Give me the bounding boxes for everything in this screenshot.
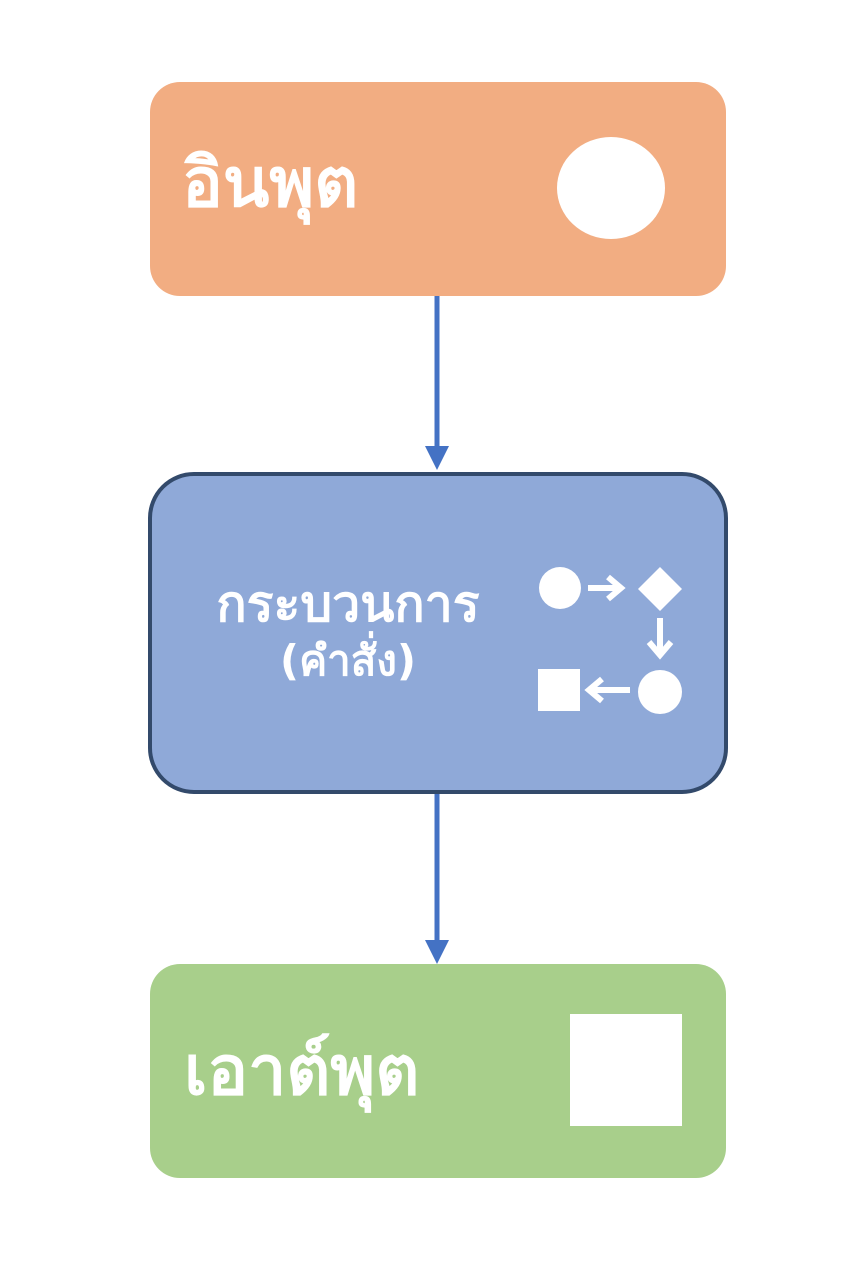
output-node: เอาต์พุต [150, 964, 726, 1178]
input-node: อินพุต [150, 82, 726, 296]
process-steps-icon [538, 567, 682, 714]
output-label: เอาต์พุต [184, 1032, 420, 1111]
process-node: กระบวนการ (คำสั่ง) [148, 472, 728, 794]
circle-icon [557, 137, 665, 239]
square-icon [570, 1014, 682, 1126]
process-label-main: กระบวนการ [216, 575, 480, 633]
arrow-process-to-output [425, 794, 449, 964]
process-label-sub: (คำสั่ง) [279, 636, 417, 685]
process-label: กระบวนการ (คำสั่ง) [178, 574, 518, 689]
arrow-input-to-process [425, 296, 449, 470]
input-label: อินพุต [182, 144, 359, 223]
